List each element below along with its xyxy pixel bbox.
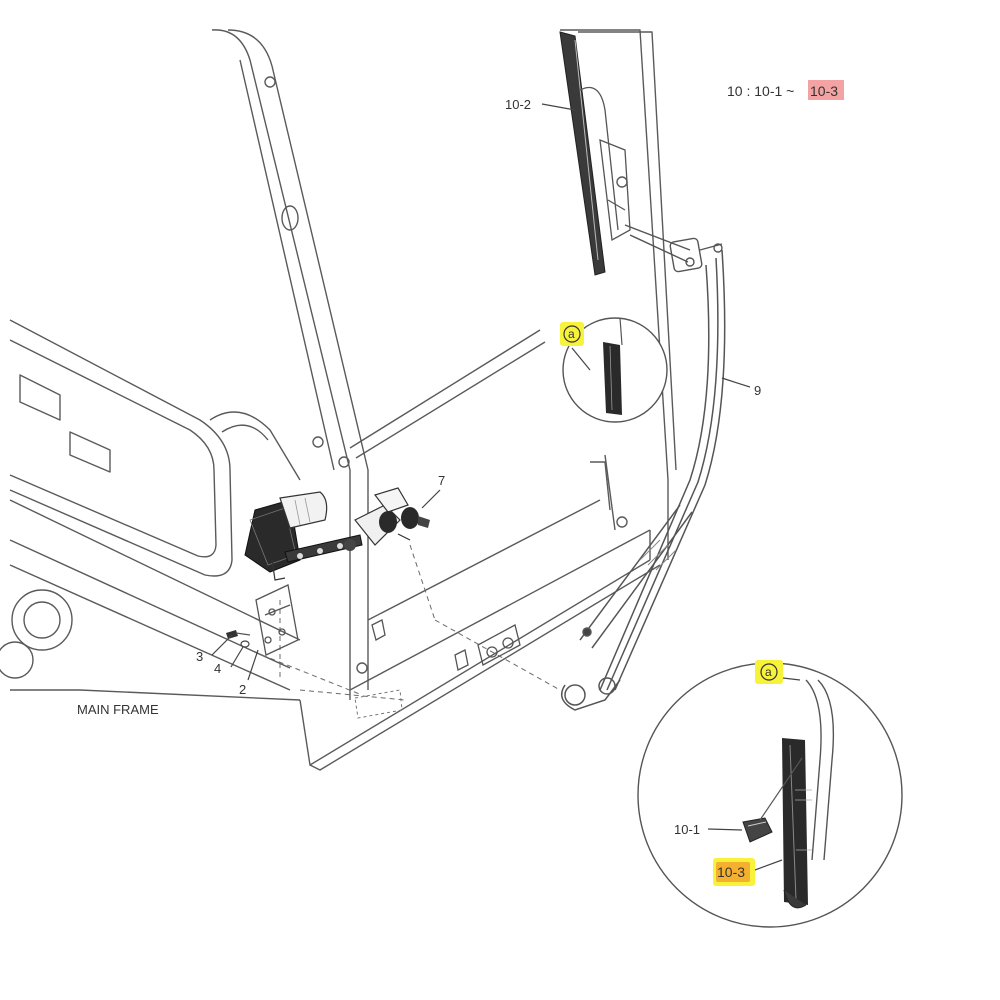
dashed-guides bbox=[261, 544, 561, 701]
label-a-bottom: a bbox=[765, 665, 772, 679]
wiper-arm-link bbox=[624, 224, 723, 273]
label-10-2: 10-2 bbox=[505, 97, 531, 112]
badge-a-top: a bbox=[563, 325, 581, 343]
label-3: 3 bbox=[196, 649, 203, 664]
cab-frame bbox=[0, 29, 677, 771]
detail-circle-bottom bbox=[637, 662, 903, 928]
legend-prefix: 10 : 10-1 ~ bbox=[727, 83, 794, 99]
highlight-legend-10-3 bbox=[808, 80, 844, 100]
detail-circle-top bbox=[562, 317, 668, 423]
label-10-1: 10-1 bbox=[674, 822, 700, 837]
highlight-10-3-inner bbox=[716, 862, 750, 882]
badge-a-bottom: a bbox=[760, 663, 778, 681]
label-7: 7 bbox=[438, 473, 445, 488]
wiper-arm-9 bbox=[560, 249, 726, 711]
leader-lines bbox=[211, 103, 801, 871]
label-main-frame: MAIN FRAME bbox=[77, 702, 159, 717]
highlight-a-bottom bbox=[755, 660, 783, 684]
label-a-top: a bbox=[568, 327, 575, 341]
label-4: 4 bbox=[214, 661, 221, 676]
legend-highlight: 10-3 bbox=[810, 83, 838, 99]
base-plate-holes bbox=[354, 689, 403, 719]
label-9: 9 bbox=[754, 383, 761, 398]
label-2: 2 bbox=[239, 682, 246, 697]
label-10-3: 10-3 bbox=[717, 864, 745, 880]
bolt-3 bbox=[226, 630, 251, 639]
mounting-plate-2 bbox=[255, 584, 299, 656]
base-bracket bbox=[371, 619, 521, 671]
wiper-blade-10-2 bbox=[559, 31, 631, 276]
wiper-motor-7 bbox=[244, 487, 430, 581]
washer-4 bbox=[240, 640, 250, 648]
